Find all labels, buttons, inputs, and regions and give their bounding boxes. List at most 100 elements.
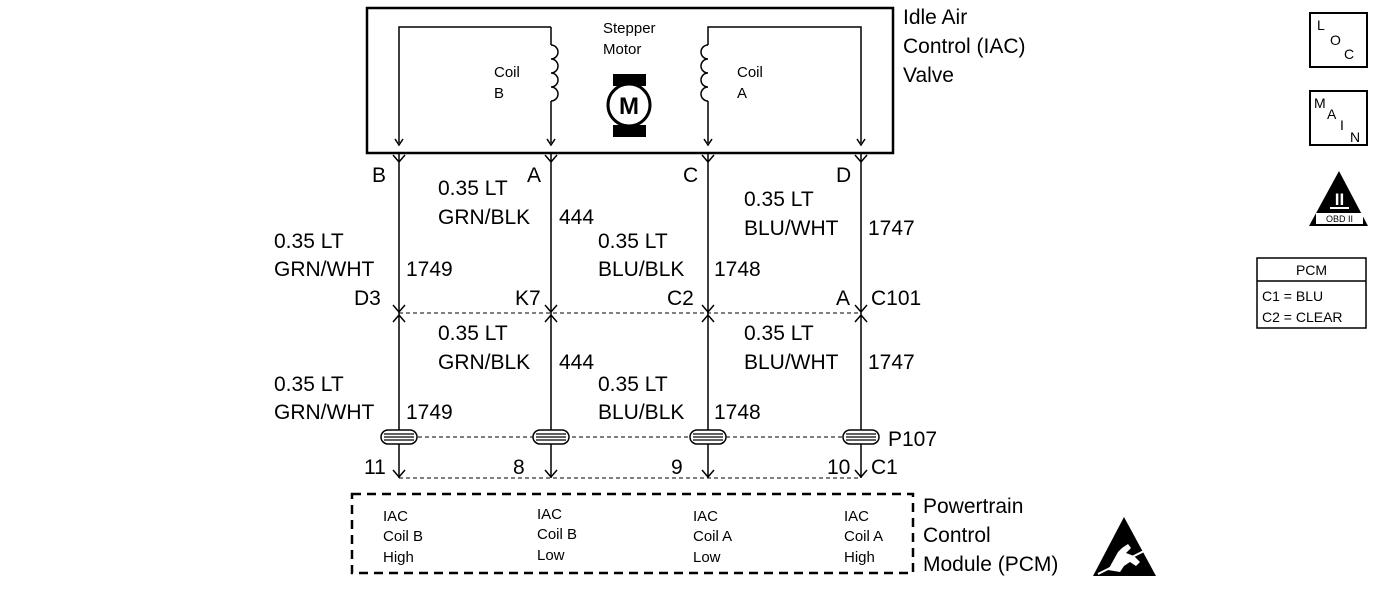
pcm-legend-c1: C1 = BLU — [1262, 288, 1323, 304]
lower-1749-circuit: 1749 — [406, 401, 453, 424]
lower-444-color: GRN/BLK — [438, 351, 530, 374]
p107-label: P107 — [888, 428, 937, 451]
iac-pin-b: B — [372, 164, 386, 187]
lower-1747-color: BLU/WHT — [744, 351, 839, 374]
pcm-t2-line2: Coil B — [537, 526, 577, 543]
upper-444-circuit: 444 — [559, 206, 594, 229]
lower-1747-size: 0.35 LT — [744, 322, 814, 345]
c1-label: C1 — [871, 456, 898, 479]
iac-title-line3: Valve — [903, 64, 954, 87]
loc-c: C — [1344, 46, 1354, 62]
upper-1748-size: 0.35 LT — [598, 230, 668, 253]
pcm-t3-line1: IAC — [693, 508, 718, 525]
iac-pin-a: A — [527, 164, 541, 187]
pcm-title-line1: Powertrain — [923, 495, 1023, 518]
main-m: M — [1314, 95, 1326, 111]
pcm-t2-line1: IAC — [537, 506, 562, 523]
c1-pin-11: 11 — [364, 456, 386, 479]
lower-1747-circuit: 1747 — [868, 351, 915, 374]
c1-pin-9: 9 — [671, 456, 683, 479]
pcm-t4-line3: High — [844, 549, 875, 566]
motor-bottom-block — [613, 125, 646, 137]
arrow-d — [856, 138, 866, 147]
pcm-title-line3: Module (PCM) — [923, 553, 1058, 576]
c101-pin-d3: D3 — [354, 287, 381, 310]
lower-444-circuit: 444 — [559, 351, 594, 374]
pcm-t1-line3: High — [383, 549, 414, 566]
upper-1749-color: GRN/WHT — [274, 258, 374, 281]
pcm-legend-c2: C2 = CLEAR — [1262, 309, 1343, 325]
loc-l: L — [1317, 17, 1325, 33]
upper-1747-circuit: 1747 — [868, 217, 915, 240]
iac-title-line1: Idle Air — [903, 6, 967, 29]
stepper-label-1: Stepper — [603, 20, 656, 37]
c101-pin-c2: C2 — [667, 287, 694, 310]
coil-b-wire-b — [398, 26, 551, 143]
lower-1749-color: GRN/WHT — [274, 401, 374, 424]
motor-symbol: M — [619, 93, 639, 120]
loc-badge: L O C — [1309, 12, 1368, 68]
iac-pin-d: D — [836, 164, 851, 187]
pcm-t3-line2: Coil A — [693, 528, 732, 545]
coil-a-winding — [700, 44, 709, 102]
obd-label: OBD II — [1326, 214, 1353, 224]
motor-top-block — [613, 74, 646, 86]
pcm-box — [350, 492, 915, 575]
upper-444-color: GRN/BLK — [438, 206, 530, 229]
upper-1747-color: BLU/WHT — [744, 217, 839, 240]
p107-connector: P107 — [380, 428, 937, 451]
iac-terminals — [392, 154, 868, 164]
c1-pin-10: 10 — [827, 456, 850, 479]
pcm-t3-line3: Low — [693, 549, 721, 566]
iac-title-line2: Control (IAC) — [903, 35, 1026, 58]
upper-wire-labels: 0.35 LT GRN/WHT 1749 0.35 LT GRN/BLK 444… — [274, 177, 915, 281]
arrow-c — [703, 138, 713, 147]
lower-1748-circuit: 1748 — [714, 401, 761, 424]
upper-1747-size: 0.35 LT — [744, 188, 814, 211]
lower-444-size: 0.35 LT — [438, 322, 508, 345]
obd-ii-icon: II OBD II — [1309, 171, 1368, 226]
lower-1749-size: 0.35 LT — [274, 373, 344, 396]
coil-b-winding — [550, 44, 559, 102]
pcm-t1-line2: Coil B — [383, 528, 423, 545]
upper-1748-color: BLU/BLK — [598, 258, 684, 281]
coil-b-label-1: Coil — [494, 64, 520, 81]
stepper-label-2: Motor — [603, 41, 641, 58]
coil-a-wire-d — [707, 26, 862, 143]
pcm-t4-line2: Coil A — [844, 528, 883, 545]
arrow-b — [394, 138, 404, 147]
upper-1749-size: 0.35 LT — [274, 230, 344, 253]
esd-warning-icon — [1093, 517, 1156, 576]
obd-numeral: II — [1335, 190, 1344, 209]
pcm-title-line2: Control — [923, 524, 991, 547]
upper-1749-circuit: 1749 — [406, 258, 453, 281]
arrow-a — [546, 138, 556, 147]
c101-pin-a: A — [836, 287, 850, 310]
main-n: N — [1350, 129, 1360, 145]
coil-b-label-2: B — [494, 85, 504, 102]
c1-connector: 11 8 9 10 C1 — [364, 456, 898, 479]
lower-wire-labels: 0.35 LT GRN/WHT 1749 0.35 LT GRN/BLK 444… — [274, 322, 915, 424]
main-i: I — [1340, 117, 1344, 133]
motor-circle — [606, 82, 652, 128]
c101-label: C101 — [871, 287, 921, 310]
main-badge: M A I N — [1309, 90, 1368, 146]
upper-444-size: 0.35 LT — [438, 177, 508, 200]
c101-connector: D3 K7 C2 A C101 — [354, 287, 921, 323]
pcm-legend-title: PCM — [1296, 262, 1327, 278]
iac-valve: Idle Air Control (IAC) Valve Coil B Coil… — [365, 6, 1026, 155]
coil-a-label-1: Coil — [737, 64, 763, 81]
iac-pin-c: C — [683, 164, 698, 187]
lower-1748-color: BLU/BLK — [598, 401, 684, 424]
pcm-t4-line1: IAC — [844, 508, 869, 525]
pcm-t2-line3: Low — [537, 547, 565, 564]
c1-pin-8: 8 — [513, 456, 525, 479]
main-a: A — [1327, 106, 1337, 122]
pcm-module: IAC Coil B High IAC Coil B Low IAC Coil … — [350, 492, 1058, 576]
upper-1748-circuit: 1748 — [714, 258, 761, 281]
loc-o: O — [1330, 32, 1341, 48]
pcm-t1-line1: IAC — [383, 508, 408, 525]
iac-valve-box — [365, 6, 895, 155]
pcm-connector-legend: PCM C1 = BLU C2 = CLEAR — [1256, 257, 1367, 329]
